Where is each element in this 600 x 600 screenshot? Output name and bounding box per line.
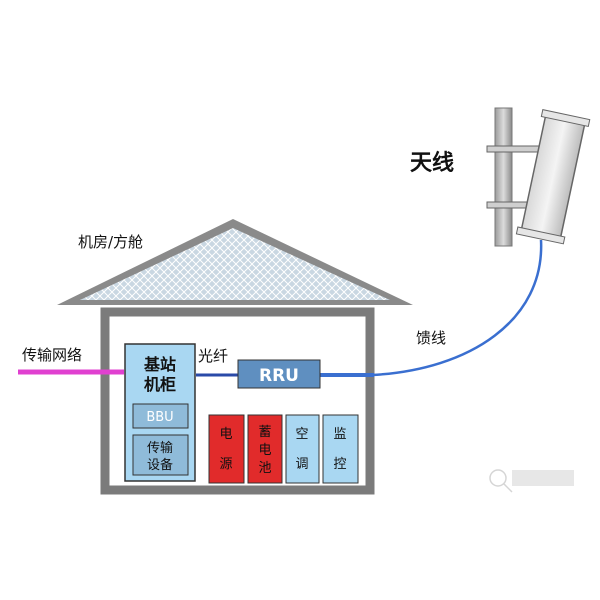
antenna-bracket-top xyxy=(486,145,540,153)
antenna-bracket-bottom xyxy=(486,201,530,209)
power-label-1: 电 xyxy=(219,427,232,442)
antenna-panel xyxy=(515,109,591,245)
watermark xyxy=(489,469,574,493)
transport-equipment-label-line1: 传输 xyxy=(147,440,173,456)
rru-label: RRU xyxy=(259,366,299,386)
feeder-label: 馈线 xyxy=(416,329,446,347)
ac-label-1: 空 xyxy=(295,427,308,442)
battery-label-3: 池 xyxy=(258,461,271,476)
power-supply-box xyxy=(208,414,245,484)
feeder-cable xyxy=(371,239,543,377)
rru-unit xyxy=(237,359,321,389)
antenna-label: 天线 xyxy=(410,150,454,176)
roof-tiles xyxy=(80,228,390,300)
cabinet-label-line1: 基站 xyxy=(143,355,176,374)
monitor-box xyxy=(322,414,359,484)
bbu-label: BBU xyxy=(146,410,173,425)
monitor-label-1: 监 xyxy=(333,427,346,442)
transport-equipment-label-line2: 设备 xyxy=(147,457,173,473)
battery-label-1: 蓄 xyxy=(258,425,271,440)
ac-label-2: 调 xyxy=(295,457,308,472)
antenna-pole xyxy=(494,107,513,247)
transport-network-label: 传输网络 xyxy=(22,346,82,364)
air-conditioner-box xyxy=(285,414,320,484)
battery-label-2: 电 xyxy=(258,443,271,458)
transport-equipment-module xyxy=(132,434,189,476)
power-label-2: 源 xyxy=(219,457,232,472)
battery-box xyxy=(247,414,283,484)
fiber-label: 光纤 xyxy=(198,347,228,365)
bbu-module xyxy=(132,403,189,429)
room-label: 机房/方舱 xyxy=(78,233,143,251)
monitor-label-2: 控 xyxy=(333,457,346,472)
cabinet-label-line2: 机柜 xyxy=(144,375,176,394)
